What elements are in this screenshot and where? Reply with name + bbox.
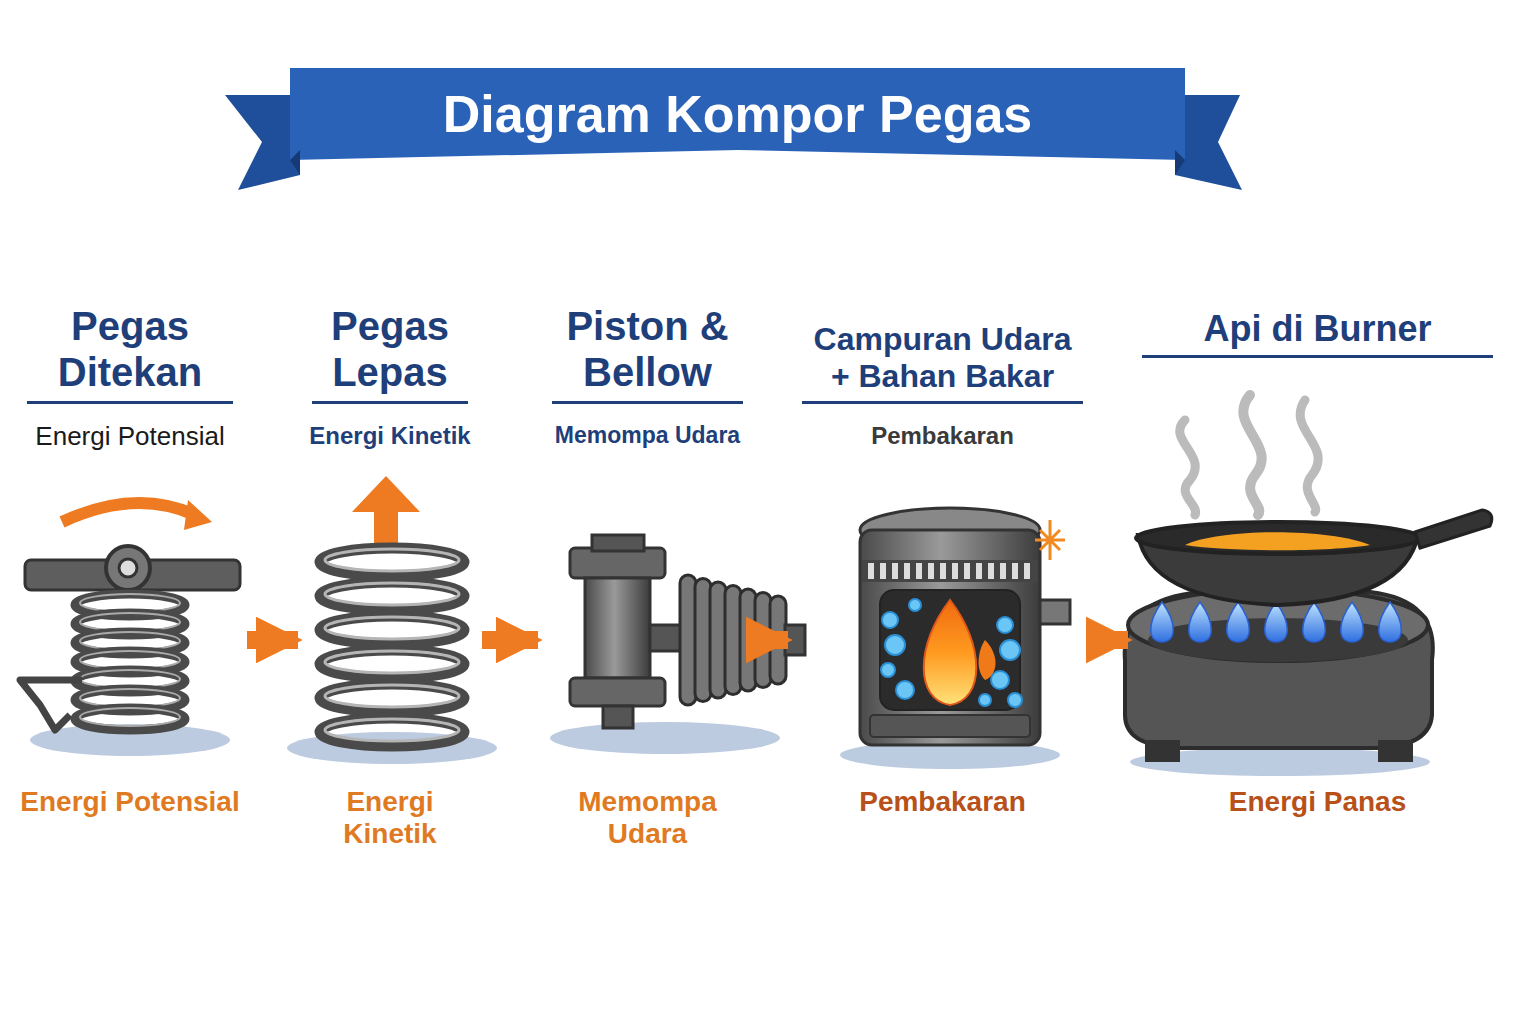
title-banner (225, 68, 1242, 190)
step-label: Energi Potensial (15, 786, 245, 818)
step-subtitle: Pembakaran (790, 422, 1095, 450)
process-step: Piston & BellowMemompa UdaraMemompa Udar… (540, 296, 755, 876)
step-label: Energi Kinetik (300, 786, 480, 850)
heading-underline: Pegas Ditekan (27, 296, 233, 404)
step-heading: Api di Burner (1142, 308, 1493, 349)
process-step: Campuran Udara + Bahan BakarPembakaranPe… (790, 296, 1095, 876)
heading-underline: Piston & Bellow (552, 296, 743, 404)
heading-underline: Api di Burner (1142, 296, 1493, 358)
flow-arrow (757, 631, 788, 649)
heading-underline: Pegas Lepas (312, 296, 468, 404)
piston-bellow (570, 535, 805, 728)
process-step: Pegas LepasEnergi KinetikEnergi Kinetik (300, 296, 480, 876)
step-heading: Pegas Ditekan (27, 303, 233, 395)
flow-arrow (1097, 631, 1128, 649)
step-label: Pembakaran (790, 786, 1095, 818)
released-spring (320, 476, 464, 746)
heading-underline: Campuran Udara + Bahan Bakar (802, 296, 1083, 404)
gas-stove (1125, 395, 1492, 762)
step-heading: Pegas Lepas (312, 303, 468, 395)
step-heading: Piston & Bellow (552, 303, 743, 395)
step-subtitle: Memompa Udara (540, 422, 755, 448)
step-label: Energi Panas (1130, 786, 1505, 818)
flow-arrow (247, 631, 298, 649)
diagram-title: Diagram Kompor Pegas (290, 72, 1185, 156)
process-step: Api di BurnerEnergi Panas (1130, 296, 1505, 876)
step-subtitle: Energi Potensial (15, 422, 245, 452)
combustion-chamber (860, 508, 1070, 745)
process-step: Pegas DitekanEnergi PotensialEnergi Pote… (15, 296, 245, 876)
step-subtitle: Energi Kinetik (300, 422, 480, 450)
compressed-spring (20, 500, 240, 730)
step-heading: Campuran Udara + Bahan Bakar (802, 321, 1083, 395)
flow-arrow (482, 631, 538, 649)
step-label: Memompa Udara (540, 786, 755, 850)
